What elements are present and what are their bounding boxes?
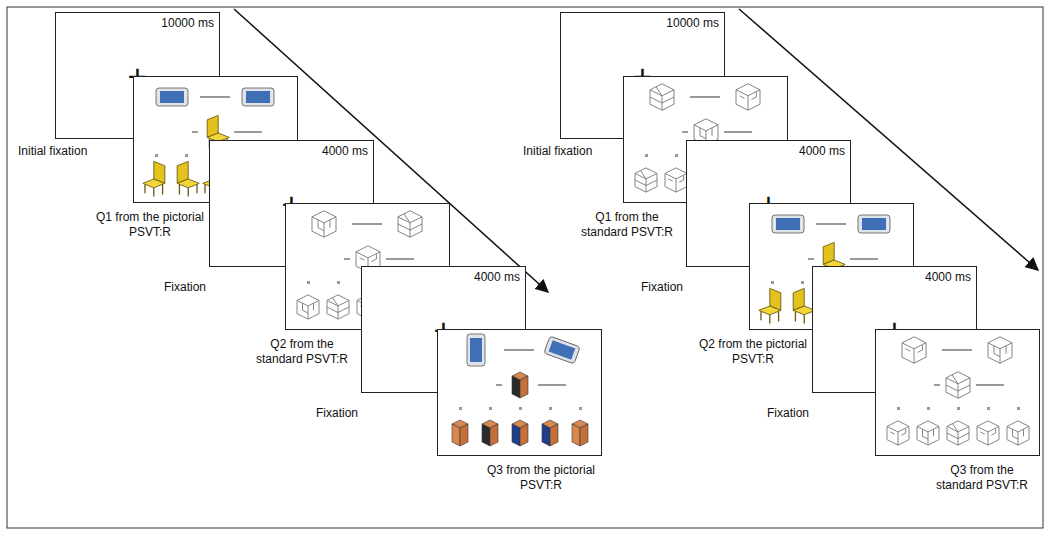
screen-label: Initial fixation: [523, 144, 592, 159]
duration-label: 4000 ms: [925, 270, 971, 284]
screen-label: Initial fixation: [18, 144, 87, 159]
duration-label: 4000 ms: [322, 144, 368, 158]
screen-label: Q1 from the standard PSVT:R: [571, 210, 683, 240]
screen-label: Fixation: [164, 280, 206, 295]
question-screen: Q3 from the standard PSVT:R: [875, 329, 1040, 456]
duration-label: 10000 ms: [666, 16, 719, 30]
screen-label: Q1 from the pictorial PSVT:R: [94, 210, 206, 240]
question-screen: Q3 from the pictorial PSVT:R: [437, 329, 602, 456]
duration-label: 4000 ms: [799, 144, 845, 158]
screen-label: Q2 from the pictorial PSVT:R: [697, 337, 809, 367]
screen-label: Fixation: [767, 406, 809, 421]
figure-border: [7, 7, 1043, 528]
screen-label: Q2 from the standard PSVT:R: [246, 337, 358, 367]
duration-label: 4000 ms: [474, 270, 520, 284]
screen-label: Q3 from the standard PSVT:R: [926, 463, 1038, 493]
screen-label: Q3 from the pictorial PSVT:R: [485, 463, 597, 493]
duration-label: 10000 ms: [161, 16, 214, 30]
test-item-picture: [876, 330, 1039, 455]
test-item-picture: [438, 330, 601, 455]
screen-label: Fixation: [316, 406, 358, 421]
screen-label: Fixation: [641, 280, 683, 295]
